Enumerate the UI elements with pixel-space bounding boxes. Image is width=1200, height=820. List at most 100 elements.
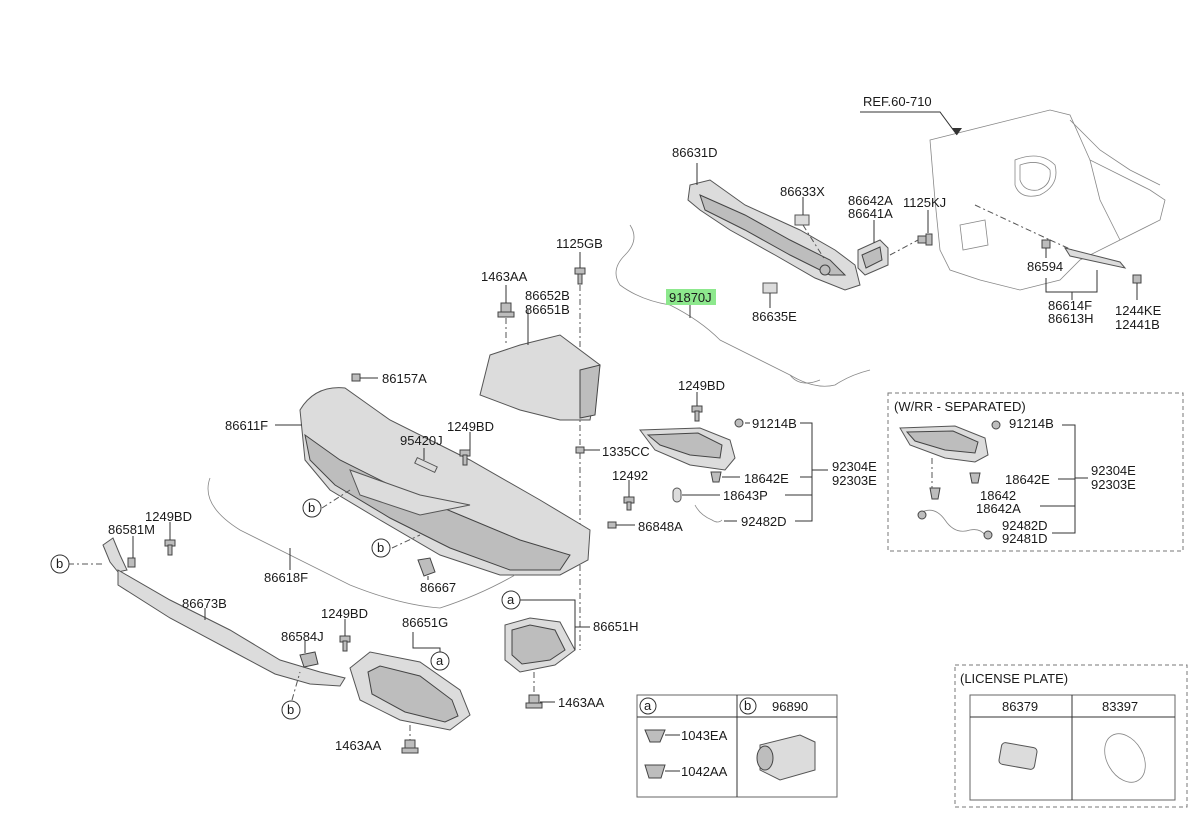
wrr-separated-box [887, 392, 1184, 552]
svg-text:b: b [744, 698, 751, 713]
label-86633X: 86633X [780, 184, 825, 199]
callout-a-skid: a [430, 651, 450, 671]
label-1244KE: 1244KE [1115, 303, 1162, 318]
part-1249BD-mid-bolt [459, 449, 471, 466]
part-92304E-lamp [639, 427, 736, 471]
fastener-table: a b 96890 1043EA 1042AA [636, 694, 838, 798]
label-86848A: 86848A [638, 519, 683, 534]
label-86611F: 86611F [225, 418, 268, 433]
part-12492-screw [623, 496, 635, 511]
part-86379 [998, 742, 1038, 770]
part-wrr-92482D-socket [921, 509, 986, 536]
part-1043EA [644, 729, 666, 743]
label-86613H: 86613H [1048, 311, 1094, 326]
callout-b-left: b [50, 554, 70, 574]
label-86651B: 86651B [525, 302, 570, 317]
svg-text:b: b [308, 500, 315, 515]
label-86667: 86667 [420, 580, 456, 595]
part-95420J [414, 456, 438, 474]
part-86667 [417, 557, 436, 577]
svg-text:b: b [287, 702, 294, 717]
part-92482D-socket [694, 504, 723, 523]
label-86652B: 86652B [525, 288, 570, 303]
part-1463AA-clip-top [497, 302, 515, 318]
svg-text:a: a [507, 592, 515, 607]
label-91870J: 91870J [669, 290, 712, 305]
label-1125GB: 1125GB [556, 236, 603, 251]
label-86642A: 86642A [848, 193, 893, 208]
label-license-title: (LICENSE PLATE) [960, 671, 1068, 686]
part-18642E-bulb [710, 471, 722, 483]
part-1335CC [575, 446, 585, 454]
label-table-1043EA: 1043EA [681, 728, 728, 743]
part-86618F-garnish [207, 477, 516, 609]
label-1249BD-lamp: 1249BD [678, 378, 725, 393]
label-86635E: 86635E [752, 309, 797, 324]
label-1335CC: 1335CC [602, 444, 650, 459]
part-1249BD-lamp-bolt [691, 405, 703, 422]
part-1125GB-bolt [574, 267, 586, 285]
part-91870J-harness [615, 224, 871, 387]
label-86594: 86594 [1027, 259, 1063, 274]
part-wrr-lamp [899, 425, 989, 463]
label-table-96890: 96890 [772, 699, 808, 714]
part-86652B-side-bracket [479, 334, 601, 421]
callout-b-strip: b [281, 700, 301, 720]
license-plate-box [954, 664, 1188, 808]
label-86157A: 86157A [382, 371, 427, 386]
part-1249BD-left-bolt [164, 539, 176, 556]
label-91214B: 91214B [752, 416, 797, 431]
label-1463AA-right: 1463AA [558, 695, 605, 710]
label-wrr-18642A: 18642A [976, 501, 1021, 516]
label-wrr-title: (W/RR - SEPARATED) [894, 399, 1026, 414]
label-86673B: 86673B [182, 596, 227, 611]
label-license-86379: 86379 [1002, 699, 1038, 714]
label-wrr-92304E: 92304E [1091, 463, 1136, 478]
part-96890-sensor [756, 734, 816, 781]
part-1125KJ-bolt [917, 233, 933, 246]
label-table-1042AA: 1042AA [681, 764, 728, 779]
part-1463AA-clip-right [525, 694, 543, 709]
label-wrr-18642: 18642 [980, 488, 1016, 503]
highlight-91870J [666, 289, 716, 305]
body-reference-drawing [929, 109, 1166, 291]
part-86157A [351, 373, 361, 382]
label-1463AA-top: 1463AA [481, 269, 528, 284]
part-1244KE [1132, 274, 1142, 284]
label-license-83397: 83397 [1102, 699, 1138, 714]
part-86673B-strip [117, 569, 346, 687]
label-ref-60-710: REF.60-710 [863, 94, 932, 109]
part-83397 [1104, 733, 1146, 783]
label-wrr-92481D: 92481D [1002, 531, 1048, 546]
part-86611F-bumper [299, 387, 591, 576]
label-86631D: 86631D [672, 145, 718, 160]
part-86651G-skid [349, 651, 471, 731]
label-86618F: 86618F [264, 570, 308, 585]
label-wrr-18642E: 18642E [1005, 472, 1050, 487]
part-86584J [299, 651, 319, 668]
label-12492: 12492 [612, 468, 648, 483]
part-1042AA [644, 764, 666, 779]
label-92303E: 92303E [832, 473, 877, 488]
part-86848A [607, 521, 617, 529]
label-wrr-92303E: 92303E [1091, 477, 1136, 492]
label-86641A: 86641A [848, 206, 893, 221]
part-86651H-bracket [504, 617, 576, 673]
svg-text:a: a [644, 698, 652, 713]
part-86635E [762, 282, 778, 294]
label-18643P: 18643P [723, 488, 768, 503]
part-86633X [794, 214, 810, 226]
label-92304E: 92304E [832, 459, 877, 474]
part-1249BD-low-bolt [339, 635, 351, 652]
label-86651H: 86651H [593, 619, 639, 634]
label-1249BD-mid: 1249BD [447, 419, 494, 434]
label-1249BD-left: 1249BD [145, 509, 192, 524]
label-wrr-92482D: 92482D [1002, 518, 1048, 533]
svg-text:a: a [436, 653, 444, 668]
callout-b-bumper-2: b [371, 538, 391, 558]
ref-leader [860, 111, 958, 136]
label-1463AA-bottom: 1463AA [335, 738, 382, 753]
part-86581M-bracket [102, 537, 128, 573]
callout-b-bumper-1: b [302, 498, 322, 518]
